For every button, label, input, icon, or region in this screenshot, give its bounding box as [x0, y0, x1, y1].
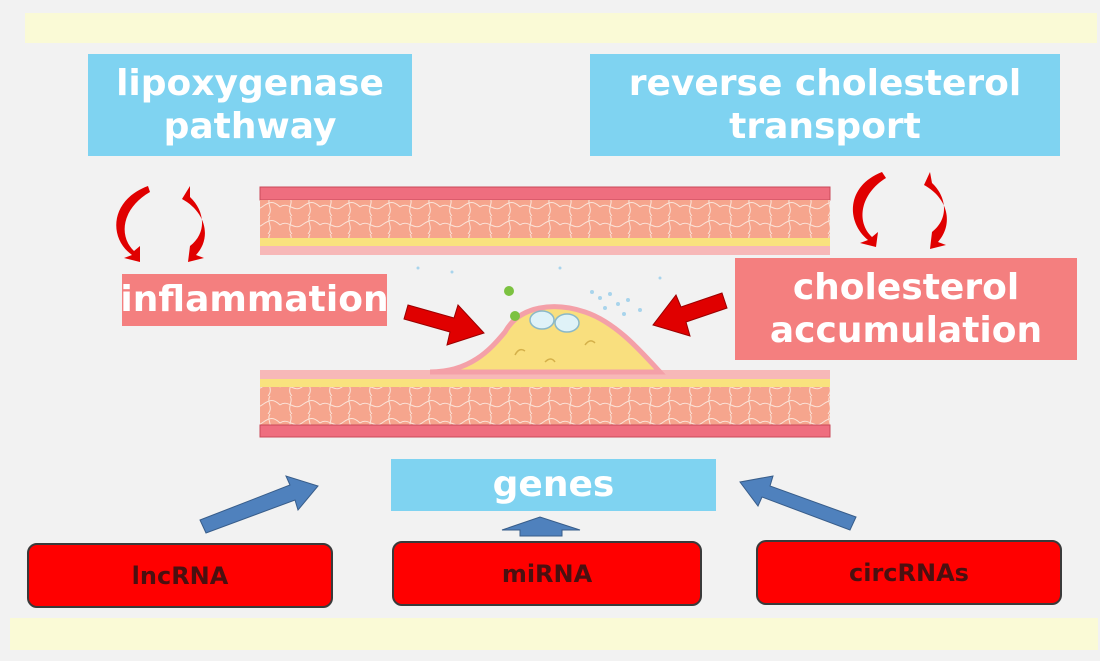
lipoxygenase-pathway-label: lipoxygenase pathway — [88, 54, 412, 156]
cycle-arrows-icon — [852, 172, 947, 249]
mirna-to-genes-arrow — [501, 516, 581, 537]
inflammation-arrow — [403, 304, 485, 346]
cycle-arrows-icon — [116, 186, 205, 262]
bottom-banner — [10, 618, 1098, 650]
upper-vessel-wall — [259, 186, 831, 255]
cholesterol-arrow — [652, 292, 728, 337]
mirna-box: miRNA — [392, 541, 702, 606]
lower-vessel-wall — [259, 370, 831, 438]
inflammation-label: inflammation — [120, 274, 389, 326]
lncrna-to-genes-arrow — [199, 475, 319, 534]
genes-label: genes — [391, 459, 716, 511]
plaque-illustration — [416, 266, 666, 375]
circrnas-box: circRNAs — [756, 540, 1062, 605]
cholesterol-accumulation-label: cholesterol accumulation — [735, 258, 1077, 360]
top-banner — [25, 13, 1097, 43]
reverse-cholesterol-transport-label: reverse cholesterol transport — [590, 54, 1060, 156]
lncrna-box: lncRNA — [27, 543, 333, 608]
circrna-to-genes-arrow — [739, 475, 857, 531]
